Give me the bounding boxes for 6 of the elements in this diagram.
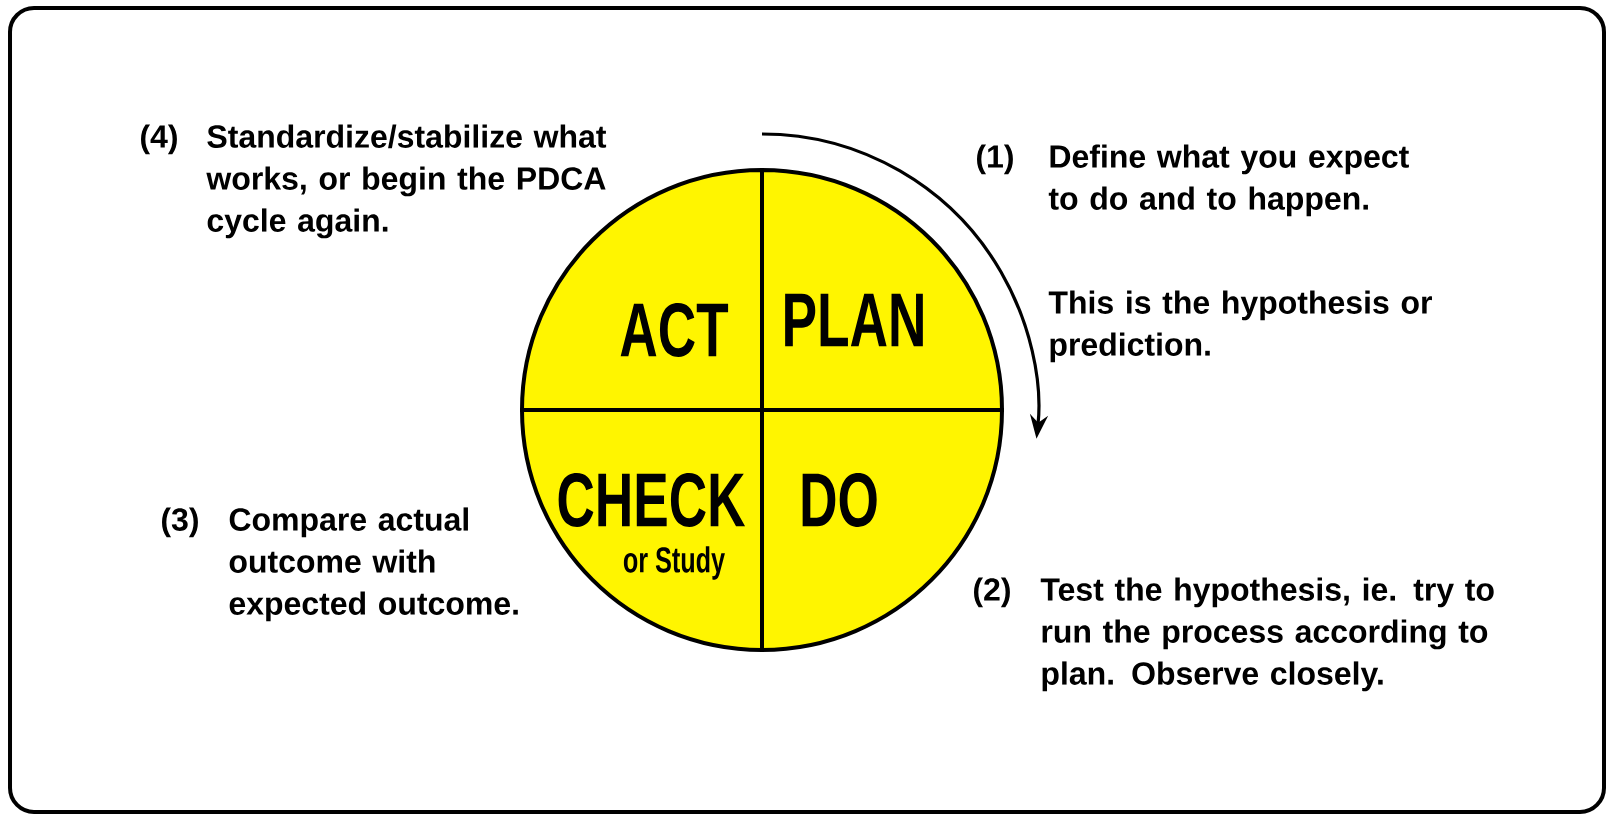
step-number: (3) — [162, 507, 198, 538]
step-text: This is the hypothesis or prediction. — [1048, 290, 1432, 363]
step-number: (4) — [141, 124, 177, 155]
quadrant-segment: CHECK or Study — [520, 408, 764, 652]
step-text: Test the hypothesis, ie. try to run the process according to plan. Observe closely. — [1040, 577, 1494, 692]
step-text: Define what you expect to do and to happen. — [1048, 144, 1409, 217]
